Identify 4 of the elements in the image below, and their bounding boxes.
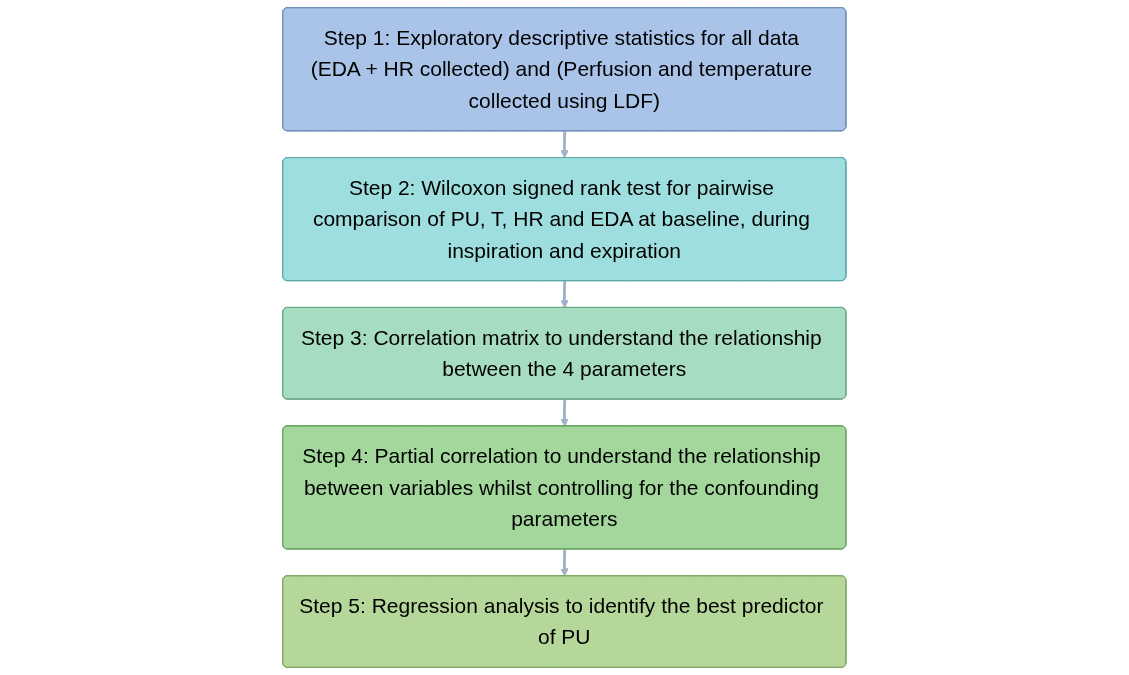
arrow <box>560 399 569 427</box>
arrow <box>560 131 569 159</box>
arrow <box>560 281 569 309</box>
arrow <box>560 549 569 577</box>
